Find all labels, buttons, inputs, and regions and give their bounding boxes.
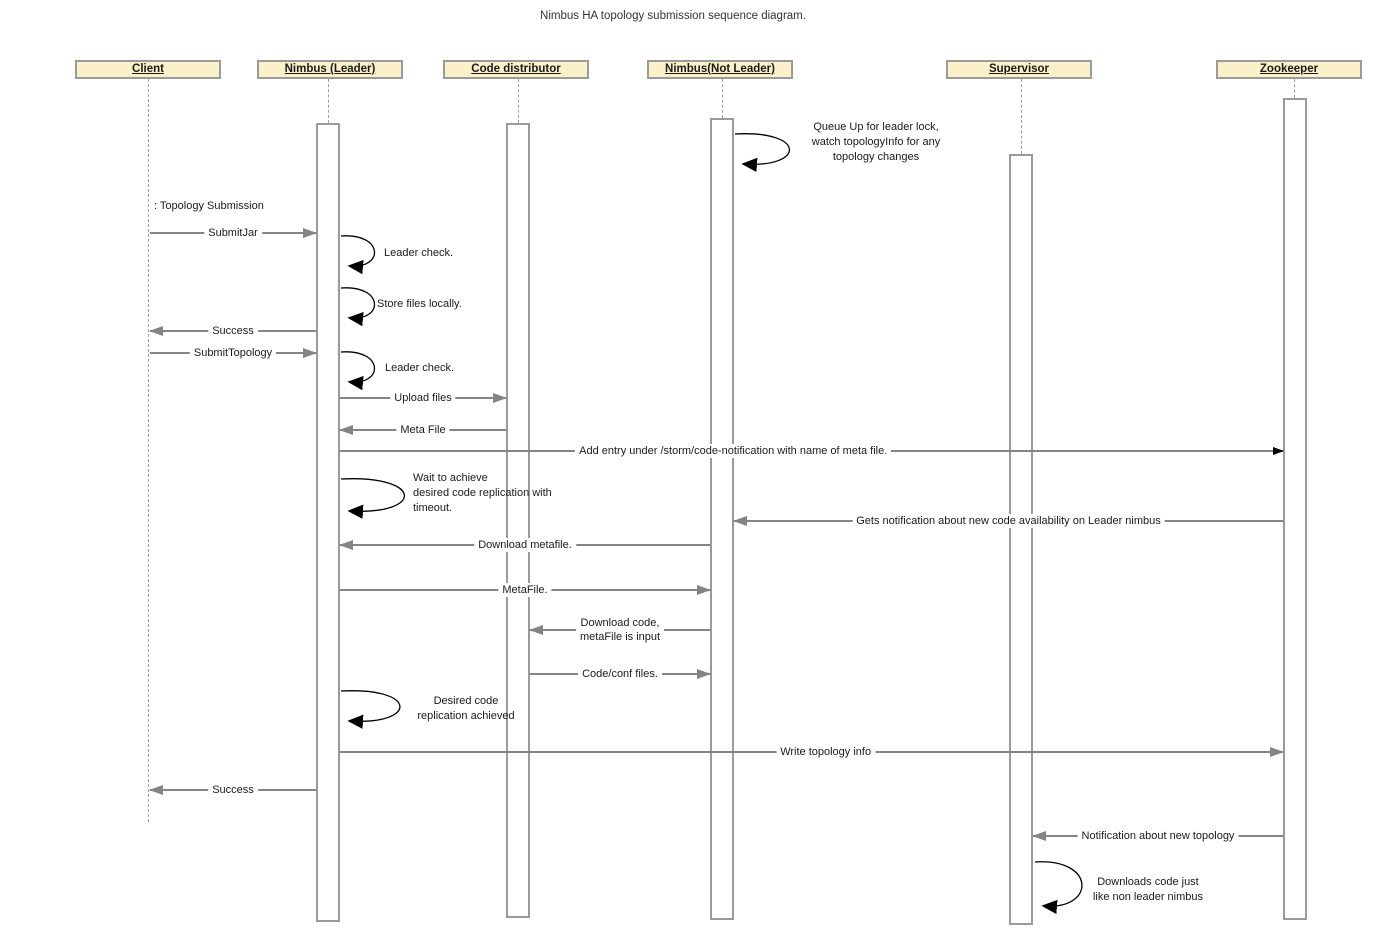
message-download-metafile-label: Download metafile. [474,538,576,552]
arrowhead-left-icon [733,516,747,526]
message-submittopology-label: SubmitTopology [189,346,277,360]
participant-supervisor-label: Supervisor [988,63,1050,75]
arrowhead-right-icon [493,393,507,403]
message-upload-files: Upload files [340,391,507,405]
message-add-entry: Add entry under /storm/code-notification… [340,444,1284,458]
self-message-label-queue-up: Queue Up for leader lock, watch topology… [811,121,941,163]
message-metafile: MetaFile. [340,583,711,597]
arrowhead-left-icon [1032,831,1046,841]
message-notification-new-topology-label: Notification about new topology [1077,829,1239,843]
lifeline-nimbus-leader [328,79,329,123]
arrowhead-left-icon [529,625,543,635]
message-write-topology-info-label: Write topology info [776,745,876,759]
message-write-topology-info: Write topology info [340,745,1284,759]
arrowhead-right-icon [697,669,711,679]
participant-zookeeper: Zookeeper [1216,60,1362,79]
participant-nimbus-leader-label: Nimbus (Leader) [284,63,376,75]
message-submittopology: SubmitTopology [150,346,317,360]
self-loop-store-files [340,287,376,327]
message-success-2: Success [149,783,316,797]
self-message-label-downloads-code: Downloads code just like non leader nimb… [1092,876,1204,903]
message-download-code: Download code, metaFile is input [529,616,710,644]
message-add-entry-label: Add entry under /storm/code-notification… [575,444,892,458]
message-gets-notification: Gets notification about new code availab… [733,514,1283,528]
arrowhead-left-icon [339,540,353,550]
message-submitjar-label: SubmitJar [204,226,262,240]
message-metafile-label: MetaFile. [498,583,552,597]
message-meta-file: Meta File [339,423,506,437]
participant-client: Client [75,60,221,79]
self-message-label-replication-achieved: Desired code replication achieved [417,695,515,722]
participant-nimbus-leader: Nimbus (Leader) [257,60,403,79]
message-download-code-label: Download code, metaFile is input [575,616,665,644]
self-message-label-leader-check-1: Leader check. [384,247,454,259]
participant-nimbus-not-leader-label: Nimbus(Not Leader) [665,63,775,75]
message-success-2-label: Success [208,783,258,797]
participant-code-distributor-label: Code distributor [471,63,561,75]
participant-supervisor: Supervisor [946,60,1092,79]
arrowhead-left-icon [149,326,163,336]
message-gets-notification-label: Gets notification about new code availab… [852,514,1165,528]
lifeline-code-distributor [518,79,519,123]
message-meta-file-label: Meta File [396,423,450,437]
lifeline-nimbus-not-leader [722,79,723,118]
activation-bar-nimbus-leader [316,123,340,922]
self-message-label-store-files: Store files locally. [377,298,462,310]
self-loop-queue-up [734,133,791,172]
activation-bar-nimbus-not-leader [710,118,734,920]
lifeline-client [148,79,149,822]
self-loop-replication-achieved [340,690,401,729]
self-loop-leader-check-2 [340,351,376,391]
lifeline-zookeeper [1294,79,1295,98]
arrowhead-right-icon [1270,747,1284,757]
activation-bar-supervisor [1009,154,1033,925]
self-loop-wait-replication [340,478,405,519]
message-notification-new-topology: Notification about new topology [1032,829,1283,843]
message-code-conf-files-label: Code/conf files. [578,667,662,681]
arrowhead-right-icon [303,348,317,358]
topology-submission-note: : Topology Submission [154,200,264,212]
activation-bar-code-distributor [506,123,530,918]
participant-zookeeper-label: Zookeeper [1259,63,1319,75]
diagram-title: Nimbus HA topology submission sequence d… [540,10,806,22]
self-loop-leader-check-1 [340,235,376,275]
self-message-label-wait-replication: Wait to achieve desired code replication… [413,472,552,514]
lifeline-supervisor [1021,79,1022,154]
participant-nimbus-not-leader: Nimbus(Not Leader) [647,60,793,79]
arrowhead-right-icon [303,228,317,238]
arrowhead-right-icon [697,585,711,595]
message-success-1: Success [149,324,316,338]
message-upload-files-label: Upload files [390,391,456,405]
message-code-conf-files: Code/conf files. [530,667,711,681]
activation-bar-zookeeper [1283,98,1307,920]
arrowhead-right-icon [1273,447,1284,455]
arrowhead-left-icon [339,425,353,435]
participant-client-label: Client [132,63,164,75]
message-download-metafile: Download metafile. [339,538,710,552]
message-success-1-label: Success [208,324,258,338]
self-message-label-leader-check-2: Leader check. [385,362,455,374]
message-submitjar: SubmitJar [150,226,317,240]
arrowhead-left-icon [149,785,163,795]
participant-code-distributor: Code distributor [443,60,589,79]
